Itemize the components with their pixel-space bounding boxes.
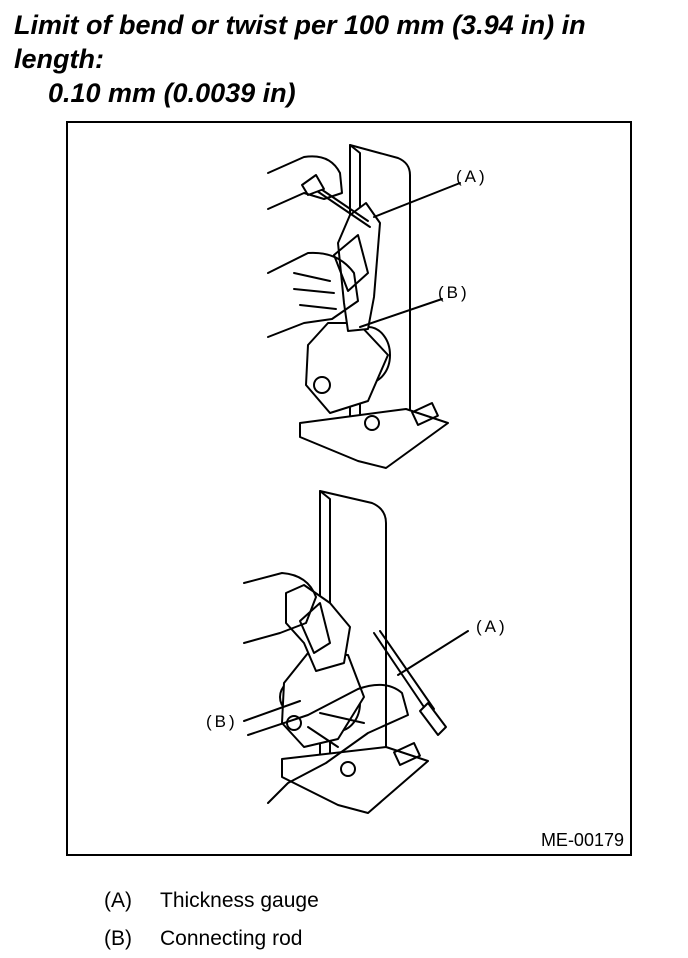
legend-key: (B) <box>104 927 132 950</box>
legend-label: Thickness gauge <box>160 889 319 912</box>
spec-limit-value: 0.10 mm (0.0039 in) <box>48 78 296 108</box>
callout-b-top: (B) <box>438 283 470 302</box>
callout-b-bottom: (B) <box>206 712 238 731</box>
callout-a-bottom: (A) <box>476 617 508 636</box>
legend-key: (A) <box>104 889 132 912</box>
figure-id: ME-00179 <box>540 830 624 850</box>
legend: (A) Thickness gauge (B) Connecting rod <box>104 882 319 958</box>
legend-item: (B) Connecting rod <box>104 920 319 958</box>
legend-label: Connecting rod <box>160 927 303 950</box>
illustration-frame: (A) (B) (A) (B) ME-00179 <box>66 121 632 856</box>
callout-a-top: (A) <box>456 167 488 186</box>
connecting-rod-check-illustration <box>243 144 469 814</box>
legend-item: (A) Thickness gauge <box>104 882 319 920</box>
spec-heading-line: Limit of bend or twist per 100 mm (3.94 … <box>14 10 586 74</box>
bend-check-drawing <box>267 144 461 469</box>
spec-heading: Limit of bend or twist per 100 mm (3.94 … <box>14 8 682 110</box>
twist-check-drawing <box>243 490 469 814</box>
